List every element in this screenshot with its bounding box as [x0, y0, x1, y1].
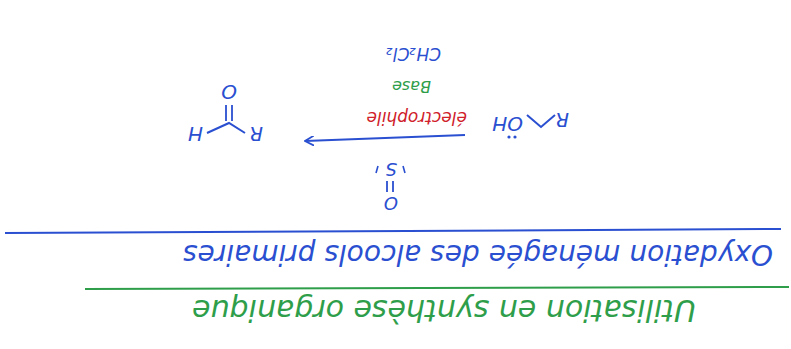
- title-underline: [85, 287, 789, 289]
- atom-label: OH: [492, 113, 523, 135]
- lone-pair-dot: [513, 135, 516, 138]
- solvent-label: CH₂Cl₂: [386, 44, 441, 63]
- double-bond: [392, 181, 394, 192]
- subtitle-underline: [5, 229, 781, 233]
- double-bond: [386, 181, 388, 192]
- atom-label: H: [188, 123, 203, 145]
- reagent-note: Base: [392, 77, 431, 95]
- atom-label: R: [249, 123, 263, 145]
- lone-pair-tick: [403, 166, 405, 173]
- atom-label: S: [386, 159, 397, 179]
- heading: Utilisation en synthèse organique: [192, 294, 696, 327]
- double-bond: [225, 105, 227, 121]
- reaction-arrow: [305, 135, 465, 141]
- bond-line: [207, 123, 245, 133]
- atom-label: O: [384, 193, 398, 213]
- atom-label: R: [555, 109, 569, 131]
- lone-pair-dot: [507, 135, 510, 138]
- reagent-note: électrophile: [366, 108, 467, 127]
- subheading: Oxydation ménagée des alcools primaires: [183, 238, 773, 269]
- atom-label: O: [221, 81, 237, 103]
- bond-line: [527, 115, 555, 127]
- lone-pair-tick: [376, 166, 378, 173]
- double-bond: [231, 105, 233, 121]
